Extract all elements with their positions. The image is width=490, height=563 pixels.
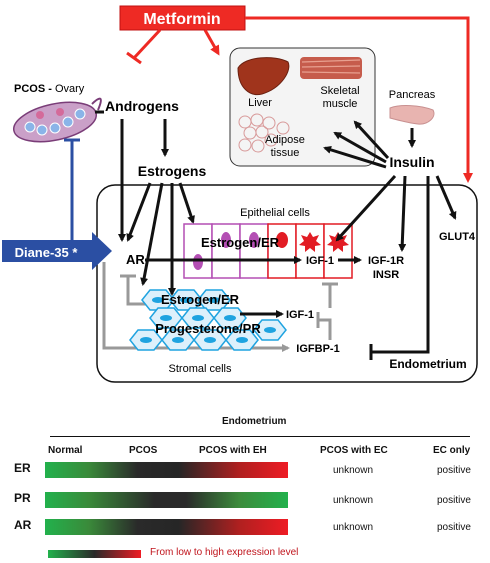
er-ec-only: positive [437, 465, 471, 476]
pcos-ovary-label: PCOS - Ovary [14, 83, 85, 95]
metformin-label: Metformin [143, 11, 220, 28]
adipose-label-2: tissue [271, 147, 300, 159]
pathway-diagram: Metformin Liver Skeletal muscle Adipose … [2, 5, 478, 383]
progesterone-pr-label: Progesterone/PR [155, 321, 261, 336]
skeletal-label-2: muscle [323, 98, 358, 110]
pancreas-icon [389, 105, 435, 125]
igf1-stromal-label: IGF-1 [286, 309, 314, 321]
diane-35-label: Diane-35 * [15, 245, 79, 260]
col-pcos: PCOS [129, 445, 158, 456]
expression-table: Endometrium Normal PCOS PCOS with EH PCO… [0, 408, 490, 563]
estrogen-er-epithelial-label: Estrogen/ER [201, 235, 280, 250]
ar-expression-bar [45, 519, 288, 535]
epithelial-cells [183, 223, 353, 279]
insulin-label: Insulin [389, 154, 434, 170]
row-label-pr: PR [14, 491, 31, 505]
stromal-cells-label: Stromal cells [169, 363, 232, 375]
pr-pcos-ec: unknown [333, 495, 374, 506]
liver-icon [237, 57, 290, 96]
ar-pcos-ec: unknown [333, 522, 374, 533]
liver-label: Liver [248, 97, 272, 109]
estrogen-er-stromal-label: Estrogen/ER [161, 292, 240, 307]
estrogens-label: Estrogens [138, 163, 207, 179]
col-pcos-ec: PCOS with EC [320, 445, 388, 456]
pr-expression-bar [45, 492, 288, 508]
adipose-tissue-icon [238, 113, 290, 153]
igf1-epithelial-label: IGF-1 [306, 255, 334, 267]
er-pcos-ec: unknown [333, 465, 374, 476]
igf1r-label: IGF-1R [368, 255, 404, 267]
er-expression-bar [45, 462, 288, 478]
igfbp1-label: IGFBP-1 [296, 343, 339, 355]
endometrium-box [96, 184, 478, 383]
ovary-icon [12, 97, 102, 143]
ar-label: AR [126, 252, 145, 267]
ar-ec-only: positive [437, 522, 471, 533]
androgens-label: Androgens [105, 98, 179, 114]
diane-35-arrow [2, 232, 112, 270]
table-title: Endometrium [222, 416, 287, 427]
glut4-label: GLUT4 [439, 231, 476, 243]
pancreas-label: Pancreas [389, 89, 436, 101]
legend-gradient [48, 550, 141, 558]
metformin-box [119, 5, 246, 31]
col-normal: Normal [48, 445, 83, 456]
epithelial-cells-label: Epithelial cells [240, 207, 310, 219]
endometrium-label: Endometrium [389, 357, 466, 371]
row-label-er: ER [14, 461, 31, 475]
col-pcos-eh: PCOS with EH [199, 445, 267, 456]
skeletal-label-1: Skeletal [320, 85, 359, 97]
skeletal-muscle-icon [300, 57, 362, 79]
row-label-ar: AR [14, 518, 32, 532]
pr-ec-only: positive [437, 495, 471, 506]
col-ec-only: EC only [433, 445, 471, 456]
insr-label: INSR [373, 269, 399, 281]
table-rule [50, 436, 470, 437]
legend-label: From low to high expression level [150, 547, 299, 558]
adipose-label-1: Adipose [265, 134, 305, 146]
